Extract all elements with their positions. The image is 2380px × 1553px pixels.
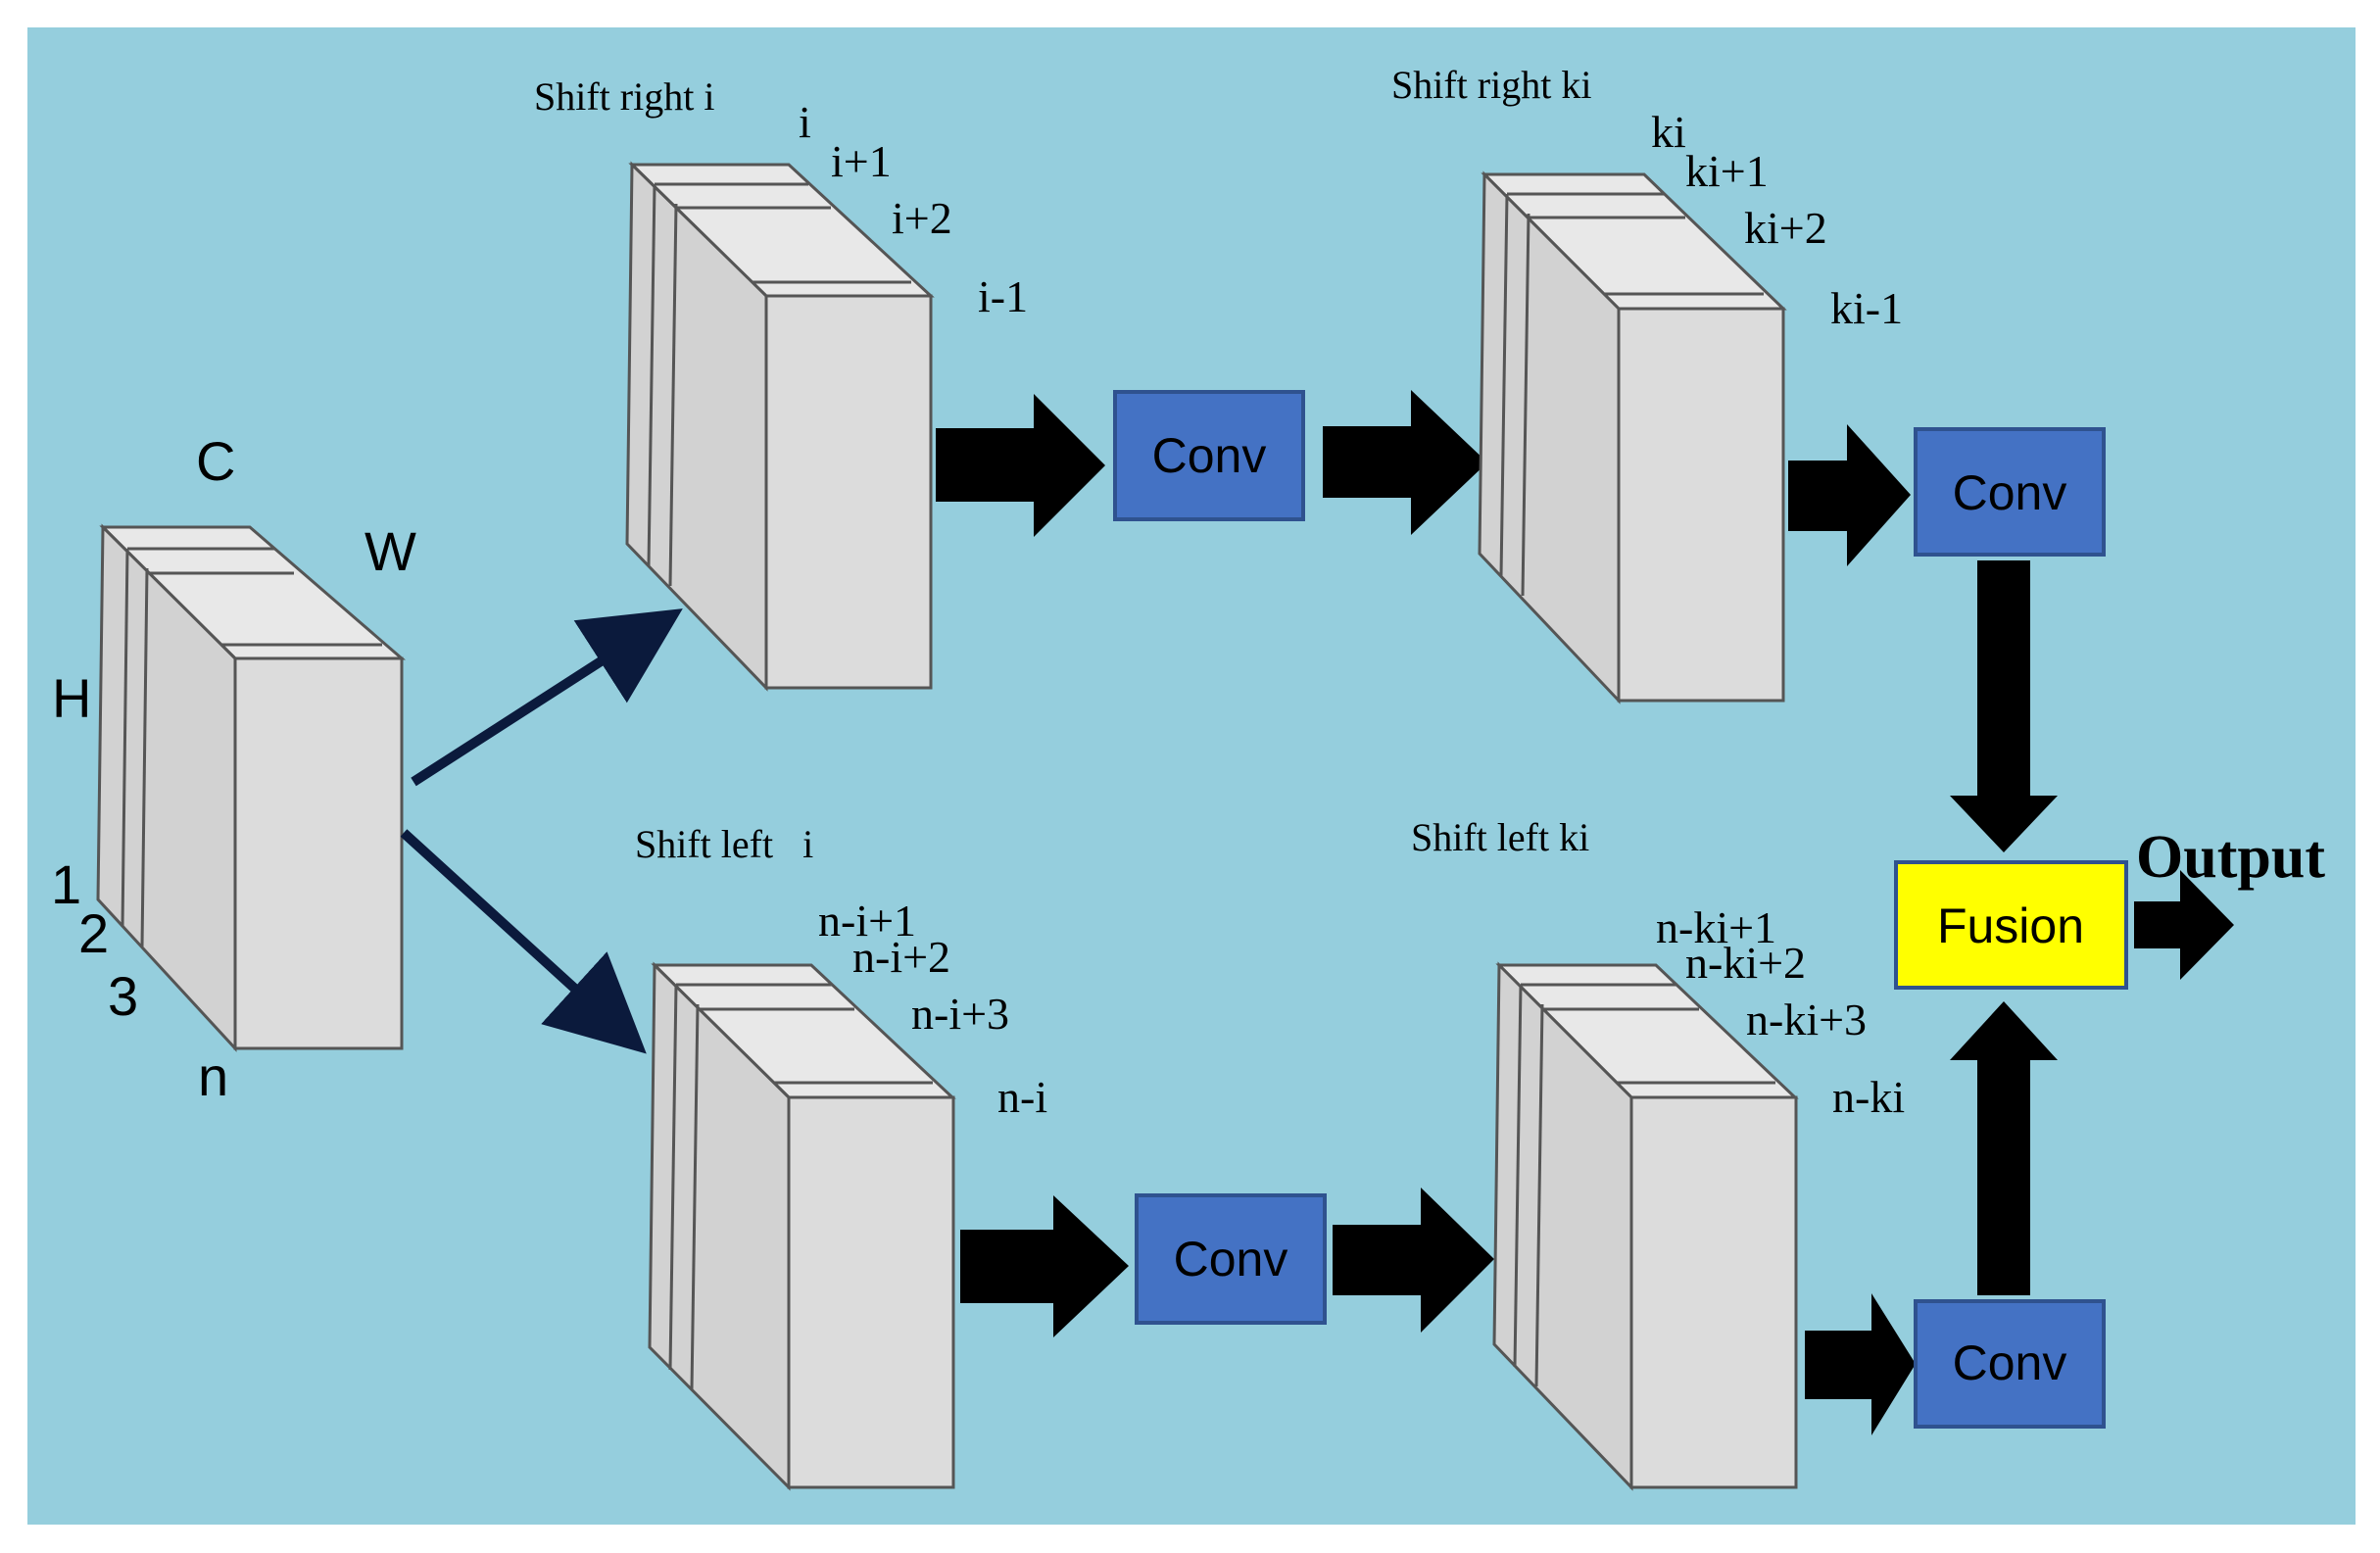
arrow-input-to-bottom [400,829,647,1054]
shift-left-ki-title: Shift left ki [1411,815,1589,859]
arrow-conv-bottom-2-to-fusion [1950,1001,2058,1295]
arrow-input-to-top [411,608,683,787]
conv-bottom-1-label: Conv [1174,1232,1288,1286]
input-index-2: 2 [78,902,109,964]
arrow-conv-bottom-1-to-block [1333,1188,1494,1333]
shift-right-i-slice-2: i+2 [892,193,952,243]
shift-left-i-slice-0: n-i+1 [818,896,916,946]
shift-right-i-slice-1: i+1 [831,136,892,186]
shift-right-ki-slice-1: ki+1 [1685,146,1769,196]
arrow-block-to-conv-top-1 [936,394,1105,537]
fusion-box [1894,860,2128,990]
shift-left-ki-slice-3: n-ki [1832,1072,1905,1122]
shift-left-i-slice-3: n-i [997,1072,1047,1122]
shift-left-i-slice-1: n-i+2 [852,932,950,982]
shift-right-ki-slice-0: ki [1651,107,1686,157]
input-channel-label: C [196,430,235,492]
shift-right-ki-block [1478,170,1787,704]
shift-right-ki-slice-3: ki-1 [1830,283,1903,333]
input-height-label: H [52,667,91,729]
arrow-block-to-conv-bottom-1 [960,1195,1129,1337]
conv-bottom-2 [1914,1299,2106,1429]
shift-left-ki-slice-0: n-ki+1 [1656,902,1776,952]
input-tensor-block [96,523,407,1052]
conv-bottom-1 [1135,1193,1327,1325]
shift-right-i-slice-0: i [799,97,811,147]
shift-right-ki-slice-2: ki+2 [1744,203,1827,253]
shift-left-ki-block [1492,961,1799,1491]
shift-left-i-slice-2: n-i+3 [911,989,1009,1039]
shift-right-i-block [625,161,935,692]
shift-right-i-title: Shift right i [534,74,714,119]
input-index-3: 3 [108,965,138,1027]
input-width-label: W [364,520,416,582]
conv-top-2-label: Conv [1953,465,2067,520]
arrow-block-to-conv-bottom-2 [1805,1293,1916,1435]
shift-left-i-title: Shift left i [635,822,813,866]
shift-right-ki-title: Shift right ki [1391,63,1591,107]
conv-top-1 [1113,390,1305,521]
shift-left-ki-slice-2: n-ki+3 [1746,995,1867,1044]
arrow-conv-top-1-to-block [1323,390,1487,535]
conv-bottom-2-label: Conv [1953,1335,2067,1390]
input-index-n: n [198,1045,228,1107]
shift-left-ki-slice-1: n-ki+2 [1685,938,1806,988]
conv-top-1-label: Conv [1152,428,1267,483]
shift-right-i-slice-3: i-1 [978,271,1028,321]
output-label: Output [2136,824,2325,891]
fusion-label: Fusion [1937,898,2084,953]
arrow-conv-top-2-to-fusion [1950,560,2058,852]
arrow-fusion-to-output [2134,870,2234,980]
shift-left-i-block [648,961,956,1491]
conv-top-2 [1914,427,2106,557]
input-index-1: 1 [51,853,81,915]
arrow-block-to-conv-top-2 [1788,424,1911,566]
